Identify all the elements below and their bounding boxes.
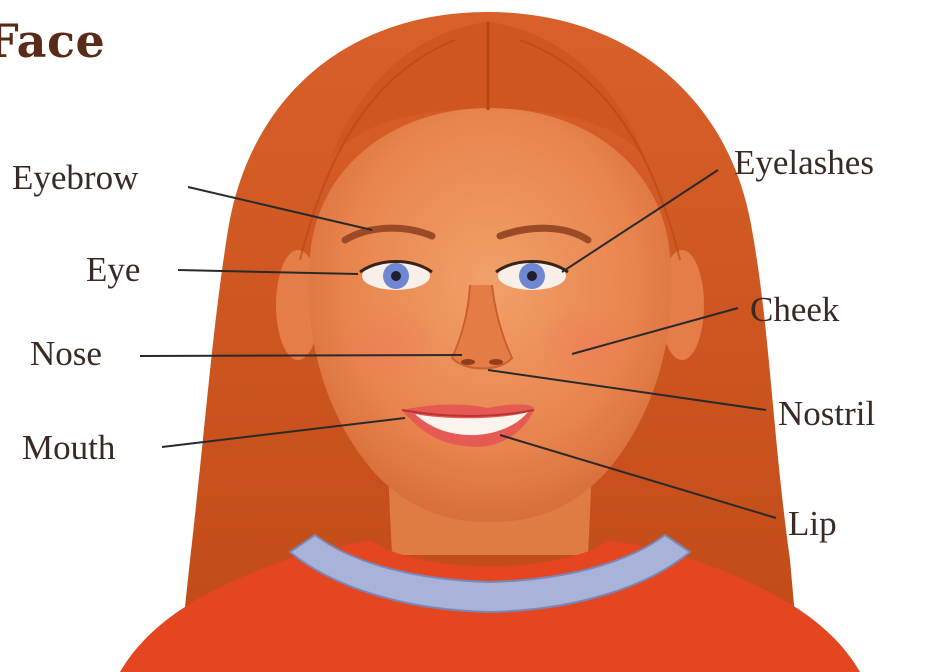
- label-lip: Lip: [788, 506, 837, 541]
- nose-leader: [140, 355, 462, 356]
- label-nostril: Nostril: [778, 396, 875, 431]
- label-eye: Eye: [86, 252, 140, 287]
- label-eyebrow: Eyebrow: [12, 160, 138, 195]
- label-nose: Nose: [30, 336, 102, 371]
- label-eyelashes: Eyelashes: [734, 145, 874, 180]
- label-cheek: Cheek: [750, 292, 839, 327]
- label-mouth: Mouth: [22, 430, 115, 465]
- page-title: Face: [0, 14, 105, 68]
